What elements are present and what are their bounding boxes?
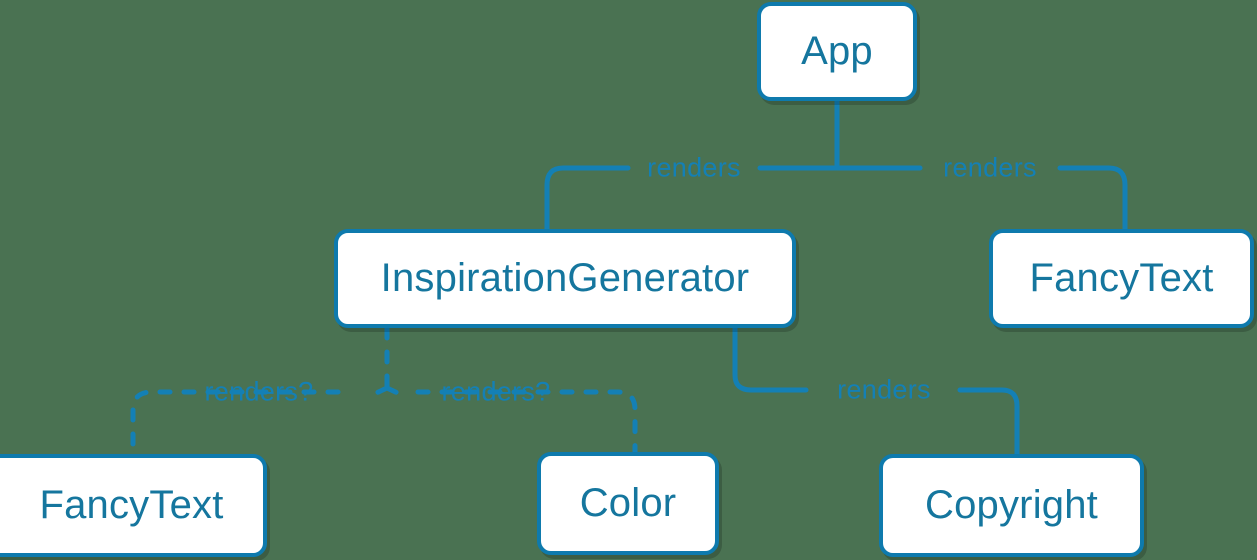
edge-label-inspirationgenerator-copyright: renders xyxy=(837,374,931,405)
node-inspirationgenerator[interactable]: InspirationGenerator xyxy=(334,229,796,328)
node-fancytext-bottom-label: FancyText xyxy=(39,483,224,527)
node-color-label: Color xyxy=(579,481,677,525)
node-inspirationgenerator-label: InspirationGenerator xyxy=(380,256,750,300)
node-fancytext-top-label: FancyText xyxy=(1029,256,1214,300)
edge-inspirationgenerator-color xyxy=(384,385,638,455)
edge-label-app-fancytext: renders xyxy=(943,152,1037,183)
edge-label-app-inspirationgenerator: renders xyxy=(647,152,741,183)
node-app-label: App xyxy=(801,29,873,73)
edge-app-inspirationgenerator xyxy=(544,165,840,232)
edge-label-inspirationgenerator-fancytext: renders? xyxy=(204,376,314,407)
edge-inspirationgenerator-fancytext xyxy=(130,385,390,457)
node-copyright-label: Copyright xyxy=(925,483,1098,527)
edge-label-inspirationgenerator-color: renders? xyxy=(441,376,551,407)
edge-inspirationgenerator-copyright xyxy=(732,325,1020,457)
node-copyright[interactable]: Copyright xyxy=(879,454,1144,557)
node-color[interactable]: Color xyxy=(537,452,719,555)
edge-app-fancytext xyxy=(834,165,1128,232)
node-fancytext-top[interactable]: FancyText xyxy=(989,229,1254,328)
node-app[interactable]: App xyxy=(757,2,917,101)
node-fancytext-bottom[interactable]: FancyText xyxy=(0,454,267,557)
